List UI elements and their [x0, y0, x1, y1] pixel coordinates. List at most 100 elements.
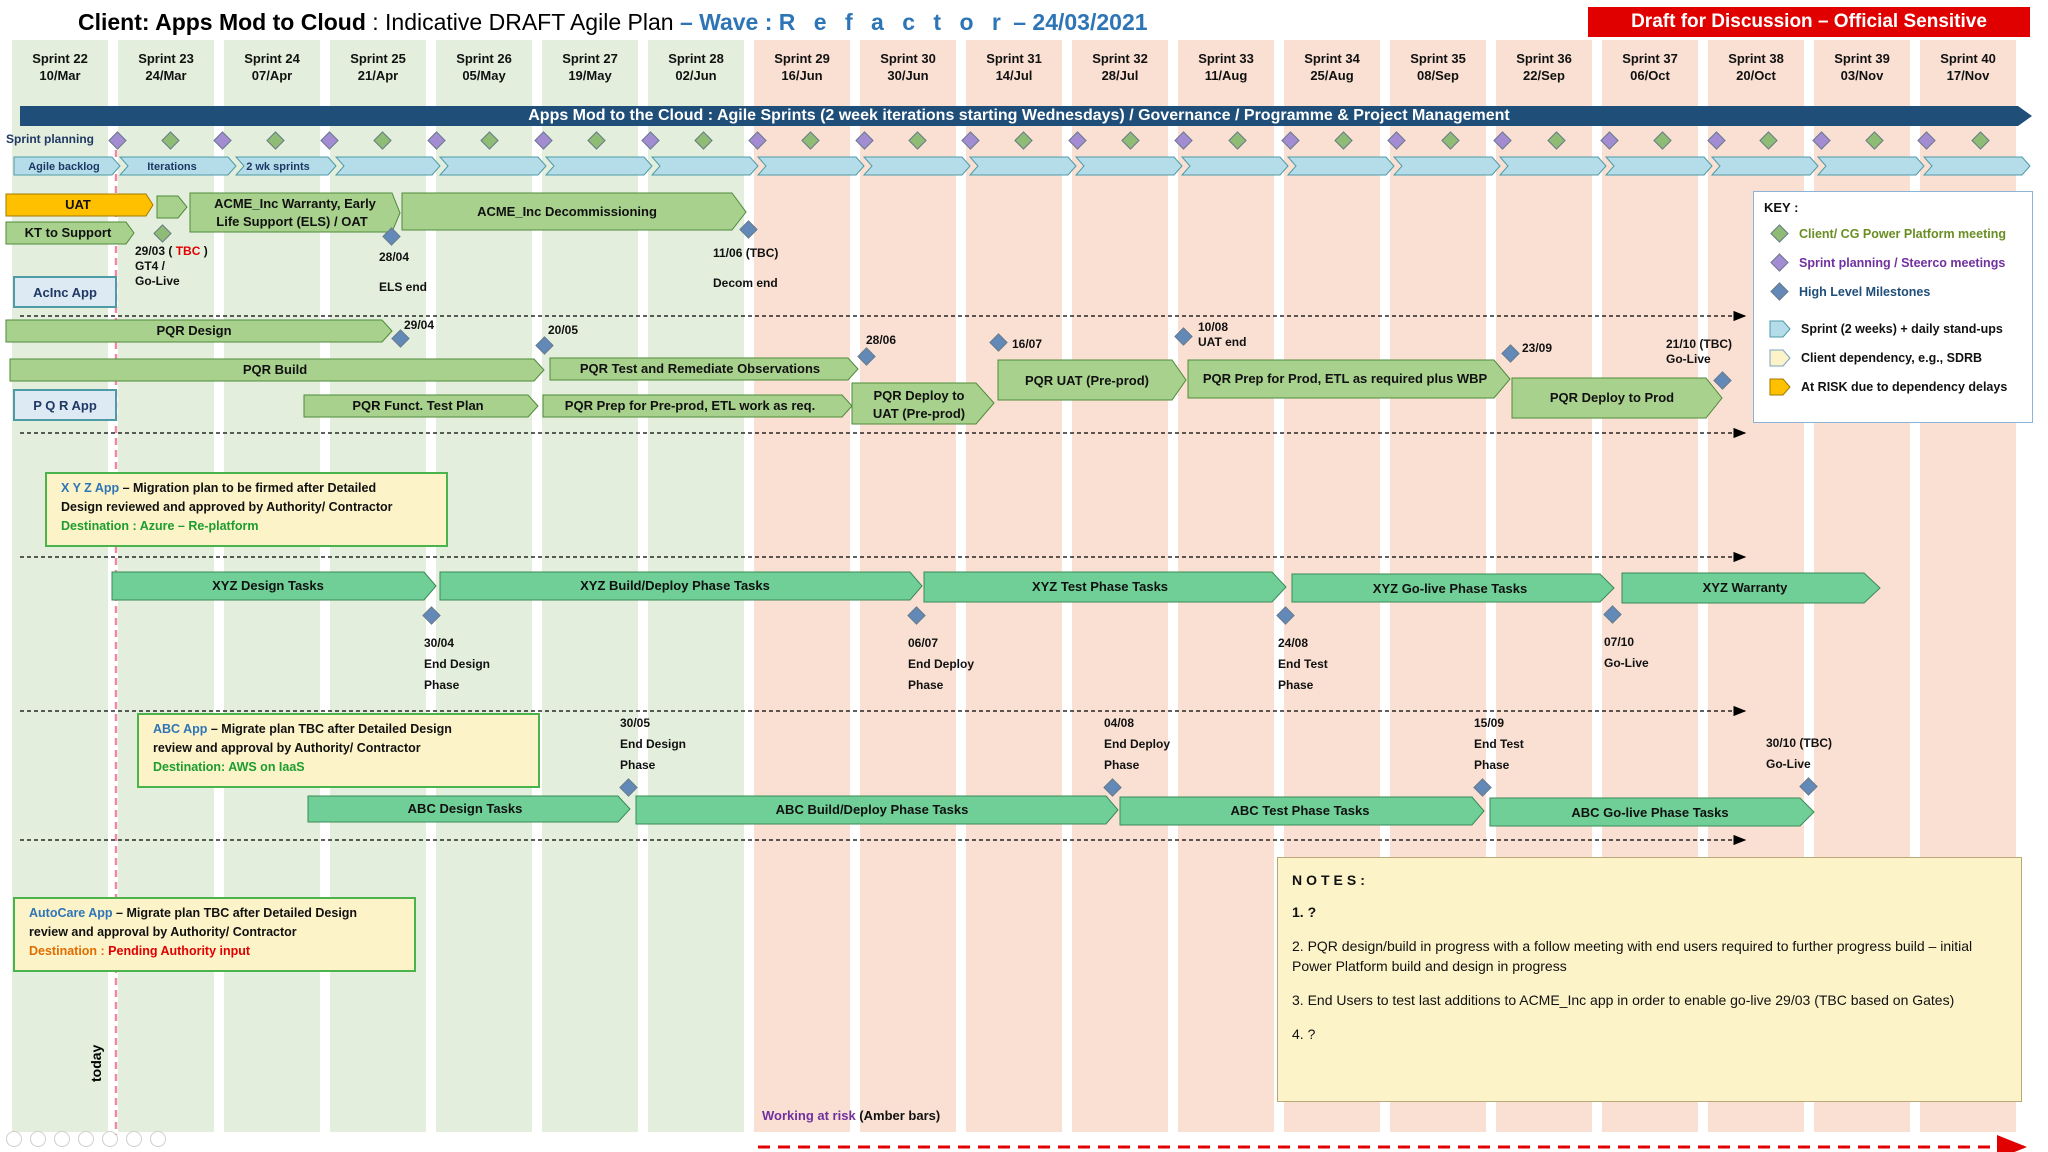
pqr-funct-bar	[303, 394, 539, 418]
acinc-golive-milestone: 29/03 ( TBC ) GT4 / Go-Live	[135, 244, 208, 289]
sprint-bar	[1710, 156, 1819, 176]
title-date: – 24/03/2021	[1006, 9, 1148, 35]
pqr-prep-prod-bar	[1187, 359, 1511, 399]
pqr-app-label: P Q R App	[13, 389, 117, 421]
abc-m3-date: 15/09	[1474, 716, 1505, 730]
xyz-design-label: XYZ Design Tasks	[212, 578, 324, 593]
pqr-section: PQR Design PQR Build PQR Test and Remedi…	[5, 319, 1723, 425]
key-client-dep-text: Client dependency, e.g., SDRB	[1801, 350, 1983, 365]
notes-title: NOTES:	[1292, 872, 1369, 888]
abc-design-label: ABC Design Tasks	[408, 801, 523, 816]
title-wave-name: R e f a c t o r	[778, 9, 1007, 35]
xyz-build-label: XYZ Build/Deploy Phase Tasks	[580, 578, 770, 593]
pqr-m5-date: 10/08	[1198, 320, 1229, 334]
abc-note-app: ABC App	[153, 722, 208, 736]
autocare-note-destination: Destination :	[29, 944, 109, 958]
xyz-design-bar	[111, 571, 437, 601]
sprint-bar	[1392, 156, 1501, 176]
xyz-warranty-bar	[1621, 572, 1881, 604]
abc-design-bar	[307, 795, 631, 823]
pqr-build-bar	[9, 358, 545, 382]
xyz-build-bar	[439, 571, 923, 601]
note-2: 2. PQR design/build in progress with a f…	[1292, 938, 1973, 974]
sprint-name: Sprint 37	[1622, 51, 1678, 66]
abc-note-line-2: review and approval by Authority/ Contra…	[153, 741, 421, 755]
abc-note-destination: Destination: AWS on IaaS	[153, 760, 305, 774]
abc-m1-phase: Phase	[620, 758, 656, 772]
title-plan: : Indicative DRAFT Agile Plan	[365, 9, 680, 35]
key-sprint-2wk: Sprint (2 weeks) + daily stand-ups	[1764, 314, 2022, 343]
abc-m4-date: 30/10 (TBC)	[1766, 736, 1833, 750]
abc-test-label: ABC Test Phase Tasks	[1231, 803, 1370, 818]
abc-test-bar	[1119, 796, 1485, 826]
sprint-name: Sprint 30	[880, 51, 936, 66]
key-at-risk: At RISK due to dependency delays	[1764, 372, 2022, 401]
footer-risk-amber: (Amber bars)	[855, 1108, 941, 1123]
note-1: 1. ?	[1292, 904, 1317, 920]
sprint-bar	[756, 156, 865, 176]
sprint-date: 17/Nov	[1946, 68, 1990, 83]
pen-icon[interactable]	[54, 1131, 70, 1147]
xyz-test-label: XYZ Test Phase Tasks	[1032, 579, 1168, 594]
sprint-date: 21/Apr	[357, 68, 399, 83]
green-diamond-icon	[1770, 224, 1789, 243]
pqr-deploy-prod-label: PQR Deploy to Prod	[1550, 390, 1674, 405]
sprint-bar	[334, 156, 441, 176]
iterations-label: Iterations	[147, 161, 197, 173]
next-slide-icon[interactable]	[30, 1131, 46, 1147]
uat-bar	[5, 193, 154, 217]
sprint-date: 14/Jul	[995, 68, 1033, 83]
xyz-m2-text: End Deploy	[908, 657, 975, 671]
sprint-name: Sprint 31	[986, 51, 1042, 66]
uat-label: UAT	[65, 197, 91, 212]
xyz-note-line-2: Design reviewed and approved by Authorit…	[61, 500, 393, 514]
note-3: 3. End Users to test last additions to A…	[1292, 992, 1955, 1008]
sprint-name: Sprint 28	[668, 51, 724, 66]
decommissioning-label: ACME_Inc Decommissioning	[477, 204, 657, 219]
pqr-prep-prod-label: PQR Prep for Prod, ETL as required plus …	[1203, 371, 1488, 386]
sprint-date: 02/Jun	[675, 68, 717, 83]
pqr-prep-bar	[542, 394, 853, 418]
zoom-icon[interactable]	[102, 1131, 118, 1147]
sprint-date: 03/Nov	[1840, 68, 1884, 83]
row-label-sprint-planning: Sprint planning	[6, 132, 94, 146]
acinc-app-label: AcInc App	[13, 276, 117, 308]
abc-app-note: ABC App – Migrate plan TBC after Detaile…	[137, 713, 540, 788]
abc-note-line-1: – Migrate plan TBC after Detailed Design	[207, 722, 452, 736]
sprint-date: 24/Mar	[145, 68, 187, 83]
draft-badge: Draft for Discussion – Official Sensitiv…	[1588, 7, 2030, 37]
pqr-build-label: PQR Build	[243, 362, 307, 377]
iterations-bar	[118, 156, 237, 176]
sprint-bar	[1074, 156, 1183, 176]
light-blue-arrow-icon	[1769, 320, 1791, 337]
title-client: Client: Apps Mod to Cloud	[78, 9, 366, 35]
pqr-deploy-prod-bar	[1511, 377, 1723, 419]
slide-controls[interactable]	[6, 1131, 166, 1147]
sprint-date: 30/Jun	[887, 68, 929, 83]
subtitles-icon[interactable]	[126, 1131, 142, 1147]
xyz-m3-phase: Phase	[1278, 678, 1314, 692]
pqr-milestone-2: 20/05	[548, 323, 579, 337]
autocare-note-app: AutoCare App	[29, 906, 113, 920]
abc-m2-date: 04/08	[1104, 716, 1135, 730]
decommissioning-bar	[401, 192, 747, 231]
autocare-app-note: AutoCare App – Migrate plan TBC after De…	[13, 897, 416, 972]
purple-diamond-icon	[1770, 253, 1789, 272]
sprint-name: Sprint 22	[32, 51, 88, 66]
more-options-icon[interactable]	[150, 1131, 166, 1147]
note-4: 4. ?	[1292, 1026, 1316, 1042]
autocare-note-line-1: – Migrate plan TBC after Detailed Design	[112, 906, 358, 920]
sprint-date: 05/May	[462, 68, 506, 83]
slides-grid-icon[interactable]	[78, 1131, 94, 1147]
acinc-decom-text: Decom end	[713, 276, 778, 290]
xyz-m3-text: End Test	[1278, 657, 1328, 671]
prev-slide-icon[interactable]	[6, 1131, 22, 1147]
acinc-golive-gt4: GT4 /	[135, 259, 166, 273]
xyz-m4-date: 07/10	[1604, 635, 1635, 649]
